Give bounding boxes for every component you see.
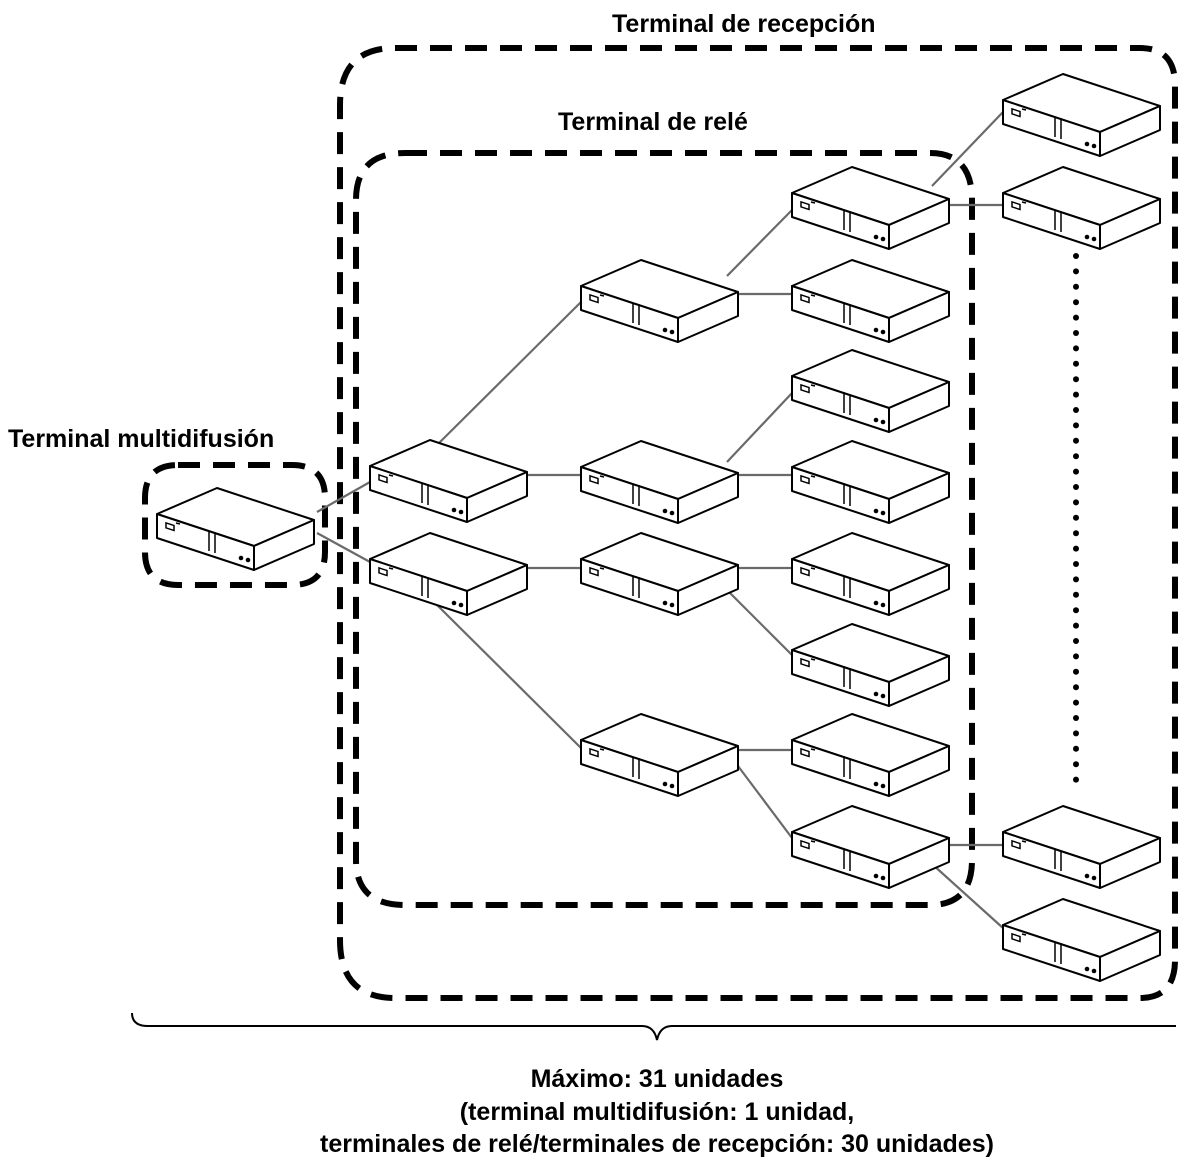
relay-terminal-device-icon (369, 532, 528, 616)
connector (316, 532, 371, 563)
receive-terminal-device-icon (1002, 166, 1161, 250)
continuation-dot (1073, 360, 1079, 367)
connector (435, 301, 582, 447)
continuation-dot (1073, 391, 1079, 398)
connector (931, 863, 1004, 929)
relay-terminal-device-icon (791, 349, 950, 433)
relay-terminal-device-icon (791, 805, 950, 889)
continuation-dot (1073, 545, 1079, 552)
relay-terminal-device-icon (791, 166, 950, 250)
continuation-dot (1073, 330, 1079, 336)
relay-terminal-device-icon (580, 440, 739, 524)
receive-terminal-label: Terminal de recepción (612, 10, 876, 38)
continuation-dot (1073, 299, 1079, 306)
continuation-dot (1073, 653, 1079, 660)
continuation-dot (1073, 268, 1079, 275)
relay-terminal-device-icon (580, 259, 739, 343)
continuation-dot (1073, 668, 1079, 675)
continuation-dot (1073, 745, 1079, 752)
continuation-dot (1073, 283, 1079, 290)
continuation-dot (1073, 591, 1079, 598)
continuation-dot (1073, 561, 1079, 567)
continuation-dot (1073, 699, 1079, 706)
continuation-dot (1073, 422, 1079, 429)
relay-terminal-device-icon (791, 623, 950, 707)
continuation-dot (1073, 776, 1079, 783)
continuation-dot (1073, 761, 1079, 768)
continuation-dot (1073, 607, 1079, 614)
bottom-brace (131, 1012, 1176, 1041)
vertical-dotted-continuation (1073, 253, 1079, 783)
continuation-dot (1073, 437, 1079, 444)
relay-terminal-device-icon (580, 532, 739, 616)
relay-group-border (353, 150, 975, 908)
connector (316, 481, 371, 513)
continuation-dot (1073, 730, 1079, 737)
relay-terminal-device-icon (791, 259, 950, 343)
continuation-dot (1073, 514, 1079, 521)
continuation-dot (1073, 453, 1079, 460)
relay-terminal-device-icon (791, 713, 950, 797)
connector (737, 765, 793, 839)
relay-terminal-device-icon (580, 713, 739, 797)
connector (726, 209, 793, 277)
continuation-dot (1073, 638, 1079, 644)
continuation-dot (1073, 484, 1079, 490)
connector (425, 593, 582, 749)
receive-terminal-device-icon (1002, 805, 1161, 889)
receive-terminal-device-icon (1002, 898, 1161, 982)
relay-terminal-device-icon (791, 440, 950, 524)
continuation-dot (1073, 376, 1079, 383)
multicast-terminal-device-icon (156, 487, 315, 571)
connector-lines (316, 111, 1004, 929)
relay-terminal-device-icon (369, 439, 528, 523)
continuation-dot (1073, 530, 1079, 537)
caption-line-1: Máximo: 31 unidades (531, 1065, 784, 1093)
multicast-terminal-label: Terminal multidifusión (8, 425, 274, 453)
caption-line-2: (terminal multidifusión: 1 unidad, (460, 1098, 854, 1126)
multicast-group-border (142, 462, 328, 588)
connector (726, 392, 793, 463)
continuation-dot (1073, 468, 1079, 475)
continuation-dot (1073, 345, 1079, 352)
receive-terminal-device-icon (1002, 73, 1161, 157)
caption-line-3: terminales de relé/terminales de recepci… (320, 1130, 994, 1158)
connector (721, 584, 793, 656)
continuation-dot (1073, 684, 1079, 691)
receive-group-border (337, 45, 1178, 1001)
continuation-dot (1073, 576, 1079, 583)
continuation-dot (1073, 622, 1079, 629)
continuation-dot (1073, 715, 1079, 721)
relay-terminal-device-icon (791, 532, 950, 616)
continuation-dot (1073, 499, 1079, 506)
continuation-dot (1073, 314, 1079, 321)
continuation-dot (1073, 253, 1079, 259)
continuation-dot (1073, 407, 1079, 413)
relay-terminal-label: Terminal de relé (558, 108, 748, 136)
connector (931, 111, 1004, 187)
